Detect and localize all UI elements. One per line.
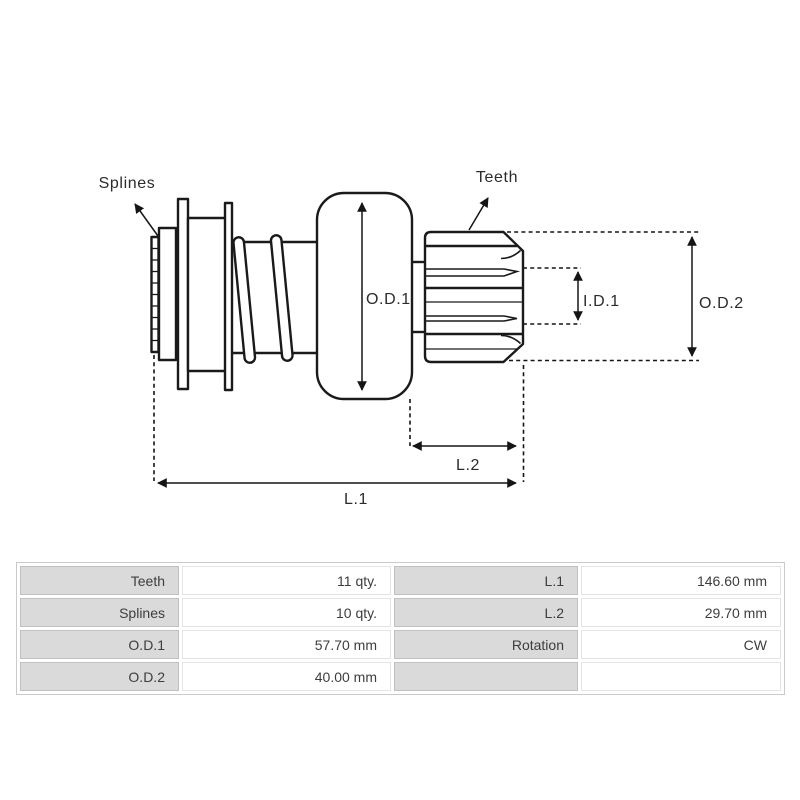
spec-label-cell: Rotation: [394, 630, 578, 659]
od1-label: O.D.1: [366, 291, 411, 308]
spec-row: O.D.2 40.00 mm: [20, 662, 781, 691]
od2-label: O.D.2: [699, 295, 744, 312]
l1-dimension: L.1: [157, 478, 517, 508]
od1-dimension: O.D.1: [357, 202, 411, 391]
spec-row: Splines 10 qty. L.2 29.70 mm: [20, 598, 781, 627]
rear-flange: [223, 201, 234, 392]
spec-value-cell: 29.70 mm: [581, 598, 781, 627]
spec-value-cell: CW: [581, 630, 781, 659]
starter-drive-diagram: O.D.1 I.D.1 O.D.2 L.2 L.1 Splines Teeth: [99, 169, 744, 508]
spec-value-cell: [581, 662, 781, 691]
spec-label-cell: Teeth: [20, 566, 179, 595]
id1-label: I.D.1: [583, 293, 620, 310]
spring-coil: [232, 236, 257, 364]
spec-label-cell: L.2: [394, 598, 578, 627]
splines-callout: Splines: [99, 175, 159, 237]
spec-value-cell: 40.00 mm: [182, 662, 391, 691]
spline-bushing: [150, 235, 160, 354]
l2-label: L.2: [456, 457, 480, 474]
spec-row: Teeth 11 qty. L.1 146.60 mm: [20, 566, 781, 595]
id1-dimension: I.D.1: [573, 271, 620, 321]
l2-dimension: L.2: [412, 441, 517, 474]
drive-shaft: [412, 260, 425, 334]
gear-teeth-lines: [426, 244, 522, 350]
teeth-label: Teeth: [476, 169, 518, 186]
pinion-gear: [423, 230, 525, 364]
spec-table: Teeth 11 qty. L.1 146.60 mm Splines 10 q…: [16, 562, 785, 695]
spring-coil: [269, 234, 294, 362]
od2-dimension: O.D.2: [687, 236, 744, 357]
extension-lines: [153, 231, 699, 482]
spec-value-cell: 57.70 mm: [182, 630, 391, 659]
spec-row: O.D.1 57.70 mm Rotation CW: [20, 630, 781, 659]
spec-value-cell: 11 qty.: [182, 566, 391, 595]
spec-label-cell: L.1: [394, 566, 578, 595]
hub-cylinder: [186, 216, 228, 373]
spec-label-cell: Splines: [20, 598, 179, 627]
stop-collar: [157, 226, 178, 362]
spec-value-cell: 146.60 mm: [581, 566, 781, 595]
spec-label-cell: O.D.1: [20, 630, 179, 659]
spec-label-cell: O.D.2: [20, 662, 179, 691]
spec-label-cell: [394, 662, 578, 691]
teeth-callout: Teeth: [468, 169, 518, 231]
front-flange: [176, 197, 190, 391]
splines-label: Splines: [99, 175, 156, 192]
spec-value-cell: 10 qty.: [182, 598, 391, 627]
l1-label: L.1: [344, 491, 368, 508]
